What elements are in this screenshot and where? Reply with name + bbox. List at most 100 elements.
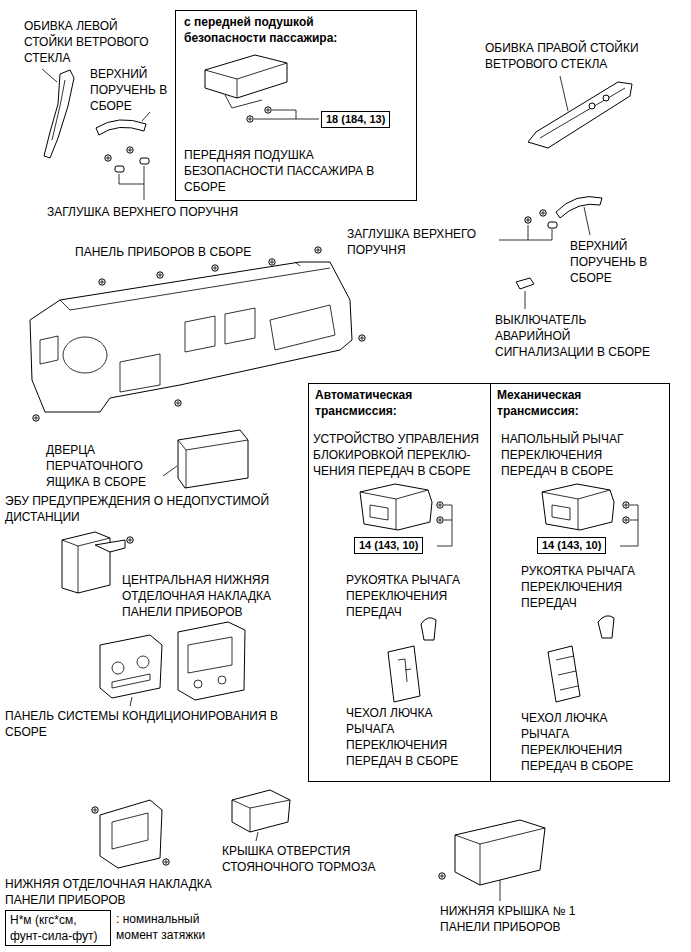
center-lower-finish-panel <box>178 622 245 700</box>
mt-shift-lever <box>542 484 614 530</box>
part-label: НИЖНЯЯ ОТДЕЛОЧНАЯ НАКЛАДКА ПАНЕЛИ ПРИБОР… <box>5 876 245 908</box>
airbag-module <box>205 63 287 98</box>
option-frame: Механическая трансмиссия: НАПОЛЬНЫЙ РЫЧАГ… <box>490 383 670 782</box>
at-shift-lock-unit <box>437 502 443 508</box>
airbag-module <box>247 116 253 122</box>
right-grab-handle <box>548 222 557 228</box>
lower-finish-panel <box>100 800 162 868</box>
at-shift-boot <box>388 646 420 702</box>
instrument-panel <box>157 272 163 278</box>
lower-finish-panel <box>92 807 98 813</box>
ecu <box>62 532 110 593</box>
ac-control-panel <box>100 635 162 698</box>
part-label: ПЕРЕДНЯЯ ПОДУШКА БЕЗОПАСНОСТИ ПАССАЖИРА … <box>184 147 389 195</box>
airbag-module <box>205 55 287 98</box>
torque-box: 14 (143, 10) <box>354 537 423 554</box>
option-frame: с передней подушкой безопасности пассажи… <box>175 10 417 201</box>
center-lower-finish-panel <box>178 622 245 700</box>
part-label: ВЫКЛЮЧАТЕЛЬ АВАРИЙНОЙ СИГНАЛИЗАЦИИ В СБО… <box>495 312 663 360</box>
mt-shift-boot <box>548 646 580 702</box>
left-pillar-trim <box>42 69 57 82</box>
torque-key-note: : номинальный момент затяжки <box>116 911 228 943</box>
part-label: НИЖНЯЯ КРЫШКА № 1 ПАНЕЛИ ПРИБОРОВ <box>440 903 600 935</box>
left-grab-handle <box>96 120 146 135</box>
part-label: ЦЕНТРАЛЬНАЯ НИЖНЯЯ ОТДЕЛОЧНАЯ НАКЛАДКА П… <box>122 572 287 620</box>
right-grab-handle <box>584 207 590 235</box>
right-pillar-trim <box>560 76 568 111</box>
instrument-panel <box>359 335 365 341</box>
at-shift-knob <box>421 618 436 640</box>
at-shift-lock-unit <box>360 484 432 530</box>
mt-shift-knob <box>598 616 614 638</box>
part-label: ПАНЕЛЬ СИСТЕМЫ КОНДИЦИОНИРОВАНИЯ В СБОРЕ <box>5 708 305 740</box>
ac-control-panel <box>137 656 149 668</box>
instrument-panel <box>33 415 39 421</box>
left-grab-handle <box>127 147 133 153</box>
left-grab-handle <box>105 155 111 161</box>
lower-finish-panel <box>92 800 169 868</box>
part-label: ОБИВКА ЛЕВОЙ СТОЙКИ ВЕТРОВОГО СТЕКЛА <box>24 18 164 66</box>
part-label: ЭБУ ПРЕДУПРЕЖДЕНИЯ О НЕДОПУСТИМОЙ ДИСТАН… <box>5 493 305 525</box>
torque-box: 14 (143, 10) <box>537 537 606 554</box>
torque-value: 18 (184, 13) <box>326 112 385 127</box>
instrument-panel <box>40 336 58 364</box>
mt-shift-lever <box>623 517 629 523</box>
left-grab-handle <box>142 112 150 121</box>
hazard-switch <box>525 291 526 309</box>
ac-control-panel <box>130 697 132 706</box>
part-label: ВЕРХНИЙ ПОРУЧЕНЬ В СБОРЕ <box>90 66 180 114</box>
lower-finish-panel <box>112 813 148 849</box>
right-pillar-trim <box>589 103 595 109</box>
at-shift-boot <box>388 646 420 702</box>
part-label: ЗАГЛУШКА ВЕРХНЕГО ПОРУЧНЯ <box>47 204 297 220</box>
airbag-module <box>205 55 319 122</box>
right-grab-handle <box>556 197 602 218</box>
option-frame: Автоматическая трансмиссия:УСТРОЙСТВО УП… <box>308 383 491 782</box>
instrument-panel <box>212 265 218 271</box>
instrument-panel <box>185 308 255 352</box>
instrument-panel <box>269 259 275 265</box>
right-grab-handle <box>540 210 546 216</box>
center-lower-finish-panel <box>194 680 202 688</box>
glove-box-door <box>178 430 248 488</box>
part-label: ЧЕХОЛ ЛЮЧКА РЫЧАГА ПЕРЕКЛЮЧЕНИЯ ПЕРЕДАЧ … <box>521 710 646 774</box>
part-label: ЗАГЛУШКА ВЕРХНЕГО ПОРУЧНЯ <box>347 226 497 258</box>
ecu <box>127 537 133 543</box>
instrument-panel <box>270 305 335 350</box>
mt-shift-knob <box>598 616 614 638</box>
hazard-switch <box>516 278 534 289</box>
at-shift-lock-unit <box>437 505 452 546</box>
instrument-panel <box>63 337 107 373</box>
part-label: НАПОЛЬНЫЙ РЫЧАГ ПЕРЕКЛЮЧЕНИЯ ПЕРЕДАЧ В С… <box>501 431 661 479</box>
parking-brake-hole-cover <box>232 800 290 832</box>
instrument-panel <box>175 400 181 406</box>
parking-brake-hole-cover <box>232 790 290 841</box>
right-pillar-trim <box>540 88 625 138</box>
right-grab-handle <box>499 197 602 240</box>
instrument-panel <box>295 262 300 266</box>
lower-cover-no1 <box>439 820 545 901</box>
hazard-switch <box>516 278 534 309</box>
instrument-panel <box>30 247 365 421</box>
part-label: РУКОЯТКА РЫЧАГА ПЕРЕКЛЮЧЕНИЯ ПЕРЕДАЧ <box>346 572 476 620</box>
parking-brake-hole-cover <box>232 790 290 832</box>
torque-key-text: Н*м (кгс*см, фунт-сила-фут) <box>10 912 106 944</box>
box-heading: Автоматическая трансмиссия: <box>315 387 465 419</box>
lower-cover-no1 <box>439 873 445 879</box>
right-pillar-trim <box>603 95 609 101</box>
torque-box: 18 (184, 13) <box>321 111 390 128</box>
mt-shift-boot <box>548 646 580 702</box>
part-label: ЧЕХОЛ ЛЮЧКА РЫЧАГА ПЕРЕКЛЮЧЕНИЯ ПЕРЕДАЧ … <box>346 705 471 769</box>
left-pillar-trim <box>42 69 74 158</box>
left-grab-handle <box>96 112 150 200</box>
left-pillar-trim <box>44 70 74 158</box>
ecu <box>95 540 125 552</box>
part-label: КРЫШКА ОТВЕРСТИЯ СТОЯНОЧНОГО ТОРМОЗА <box>222 843 387 875</box>
mt-shift-boot <box>556 656 578 690</box>
airbag-module <box>254 110 319 119</box>
torque-value: 14 (143, 10) <box>542 538 601 553</box>
lower-cover-no1 <box>455 828 545 885</box>
box-heading: с передней подушкой безопасности пассажи… <box>184 14 354 46</box>
box-heading: Механическая трансмиссия: <box>497 387 647 419</box>
